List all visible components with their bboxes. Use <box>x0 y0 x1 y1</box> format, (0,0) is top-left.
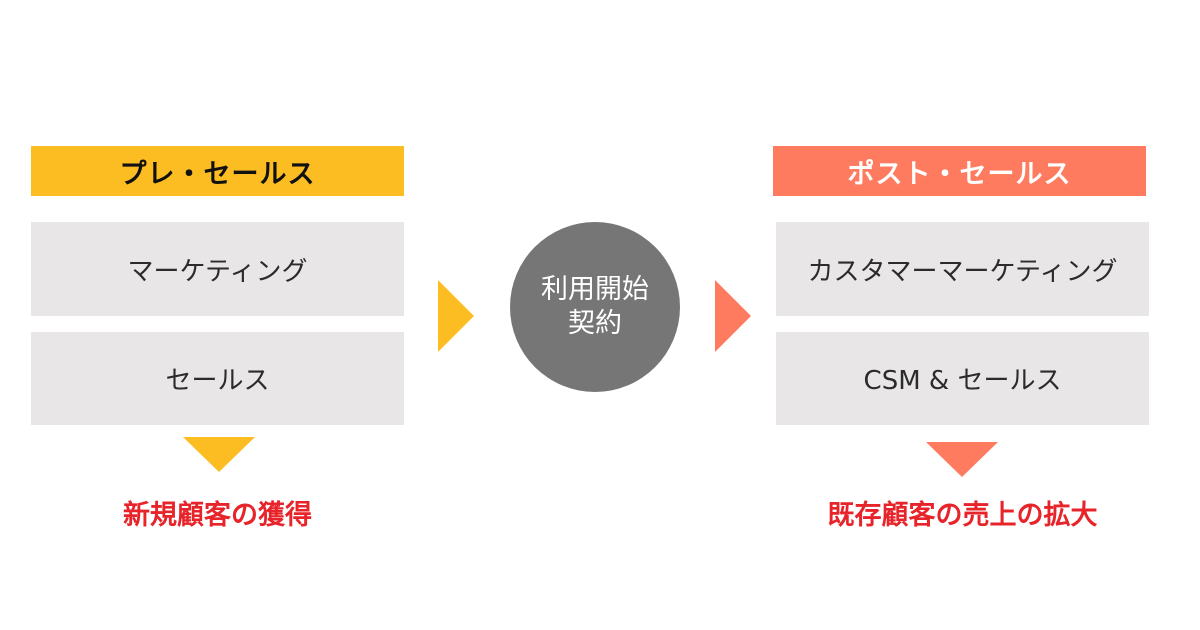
post-sales-down-arrow <box>926 442 998 477</box>
right-arrow-to-contract <box>438 280 474 352</box>
post-sales-item-csm-sales: CSM & セールス <box>776 332 1149 425</box>
post-sales-header: ポスト・セールス <box>773 146 1146 196</box>
pre-sales-down-arrow <box>183 437 255 472</box>
right-arrow-to-post-sales <box>715 280 751 352</box>
pre-sales-item-sales: セールス <box>31 332 404 425</box>
contract-label: 契約 <box>568 308 622 339</box>
pre-sales-header: プレ・セールス <box>31 146 404 196</box>
post-sales-result: 既存顧客の売上の拡大 <box>827 500 1098 531</box>
contract-start-circle: 利用開始 契約 <box>510 222 680 392</box>
post-sales-item-customer-marketing: カスタマーマーケティング <box>776 222 1149 316</box>
pre-sales-item-marketing: マーケティング <box>31 222 404 316</box>
pre-sales-result: 新規顧客の獲得 <box>123 500 312 531</box>
contract-start-label: 利用開始 <box>541 274 649 306</box>
